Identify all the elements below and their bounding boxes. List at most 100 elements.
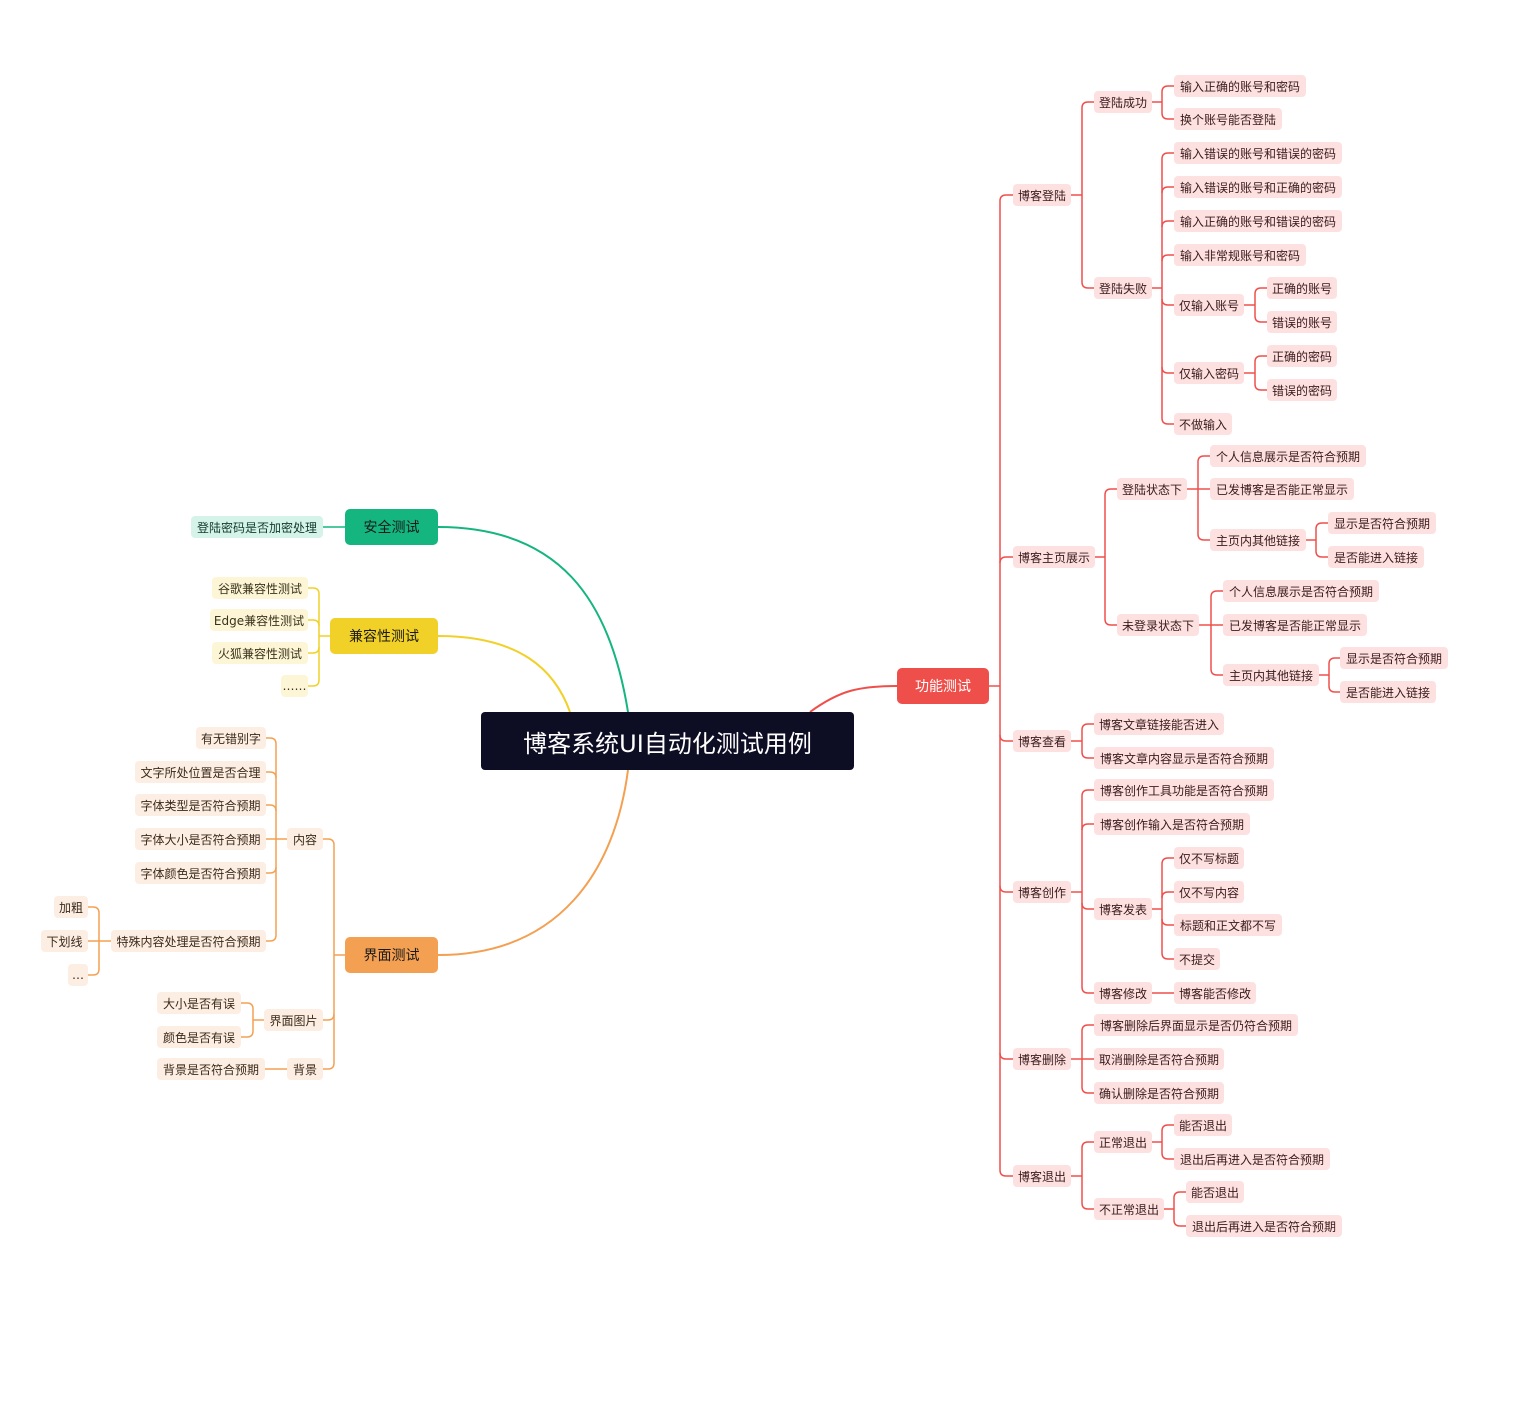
func-create-modify[interactable]: 博客修改 (1094, 982, 1152, 1004)
func-view-item[interactable]: 博客文章内容显示是否符合预期 (1094, 747, 1274, 769)
ui-background-item[interactable]: 背景是否符合预期 (157, 1058, 265, 1080)
func-create-item[interactable]: 博客创作输入是否符合预期 (1094, 813, 1250, 835)
compat-item[interactable]: …… (281, 675, 308, 697)
func-home-logged-links[interactable]: 主页内其他链接 (1210, 529, 1306, 551)
compat-item[interactable]: 谷歌兼容性测试 (212, 577, 308, 599)
func-logout-normal-item[interactable]: 退出后再进入是否符合预期 (1174, 1148, 1330, 1170)
func-login-only-account-item[interactable]: 错误的账号 (1267, 311, 1337, 333)
func-create-modify-item[interactable]: 博客能否修改 (1174, 982, 1256, 1004)
connector-line (437, 526, 629, 713)
connector-line (323, 838, 335, 846)
connector-line (1197, 533, 1210, 541)
connector-line (1161, 152, 1174, 160)
connector-line (1104, 618, 1117, 626)
func-create-publish[interactable]: 博客发表 (1094, 898, 1152, 920)
ui-content-item[interactable]: 字体类型是否符合预期 (135, 794, 266, 816)
connector-line (999, 885, 1013, 893)
ui-content-item[interactable]: 有无错别字 (196, 727, 266, 749)
func-login-fail-item[interactable]: 输入正确的账号和错误的密码 (1174, 210, 1342, 232)
func-home-guest-links[interactable]: 主页内其他链接 (1223, 664, 1319, 686)
ui-content[interactable]: 内容 (287, 828, 323, 850)
func-create-publish-item[interactable]: 不提交 (1174, 948, 1220, 970)
func-home-guest-links-item[interactable]: 是否能进入链接 (1340, 681, 1436, 703)
func-delete-item[interactable]: 确认删除是否符合预期 (1094, 1082, 1224, 1104)
connector-line (1081, 101, 1094, 109)
connector-line (1328, 685, 1340, 693)
func-home[interactable]: 博客主页展示 (1013, 546, 1095, 568)
func-create[interactable]: 博客创作 (1013, 881, 1071, 903)
ui-background[interactable]: 背景 (287, 1058, 323, 1080)
func-login-success[interactable]: 登陆成功 (1094, 91, 1152, 113)
func-login-fail-item[interactable]: 输入错误的账号和错误的密码 (1174, 142, 1342, 164)
ui-content-special[interactable]: 特殊内容处理是否符合预期 (111, 930, 266, 952)
ui-content-special-item[interactable]: 加粗 (54, 896, 88, 918)
func-home-guest-item[interactable]: 个人信息展示是否符合预期 (1223, 580, 1379, 602)
connector-line (1081, 789, 1094, 797)
func-home-guest-item[interactable]: 已发博客是否能正常显示 (1223, 614, 1367, 636)
connector-line (1081, 751, 1094, 759)
ui-image[interactable]: 界面图片 (264, 1009, 323, 1031)
func-home-logged-links-item[interactable]: 是否能进入链接 (1328, 546, 1424, 568)
connector-line (1081, 281, 1094, 289)
connector-line (308, 679, 320, 687)
func-create-item[interactable]: 博客创作工具功能是否符合预期 (1094, 779, 1274, 801)
func-logout-abnormal[interactable]: 不正常退出 (1094, 1198, 1164, 1220)
func-home-logged-links-item[interactable]: 显示是否符合预期 (1328, 512, 1436, 534)
connector-line (1161, 1152, 1174, 1160)
func-login-only-password-item[interactable]: 错误的密码 (1267, 379, 1337, 401)
connector-line (308, 587, 320, 595)
connector-line (266, 934, 277, 942)
topic-functional-test[interactable]: 功能测试 (897, 668, 989, 704)
ui-content-special-item[interactable]: 下划线 (41, 930, 88, 952)
func-home-logged-item[interactable]: 个人信息展示是否符合预期 (1210, 445, 1366, 467)
func-create-publish-item[interactable]: 仅不写内容 (1174, 881, 1244, 903)
compat-item[interactable]: 火狐兼容性测试 (212, 642, 308, 664)
func-create-publish-item[interactable]: 仅不写标题 (1174, 847, 1244, 869)
connector-line (437, 769, 629, 956)
func-logout[interactable]: 博客退出 (1013, 1165, 1071, 1187)
func-view[interactable]: 博客查看 (1013, 730, 1071, 752)
func-delete[interactable]: 博客删除 (1013, 1048, 1071, 1070)
connector-line (241, 1002, 254, 1010)
security-item[interactable]: 登陆密码是否加密处理 (191, 516, 323, 538)
func-view-item[interactable]: 博客文章链接能否进入 (1094, 713, 1224, 735)
func-login-success-item[interactable]: 换个账号能否登陆 (1174, 108, 1282, 130)
func-login-fail[interactable]: 登陆失败 (1094, 277, 1152, 299)
func-logout-normal[interactable]: 正常退出 (1094, 1131, 1152, 1153)
func-logout-abnormal-item[interactable]: 能否退出 (1186, 1181, 1244, 1203)
ui-content-item[interactable]: 字体大小是否符合预期 (135, 828, 266, 850)
func-home-guest[interactable]: 未登录状态下 (1117, 614, 1199, 636)
func-login-only-account[interactable]: 仅输入账号 (1174, 294, 1244, 316)
compat-item[interactable]: Edge兼容性测试 (210, 609, 308, 631)
func-home-guest-links-item[interactable]: 显示是否符合预期 (1340, 647, 1448, 669)
connector-line (1081, 1086, 1094, 1094)
func-login-fail-item[interactable]: 输入非常规账号和密码 (1174, 244, 1306, 266)
ui-content-item[interactable]: 文字所处位置是否合理 (135, 761, 266, 783)
connector-line (1173, 1219, 1186, 1227)
func-login-fail-item[interactable]: 输入错误的账号和正确的密码 (1174, 176, 1342, 198)
topic-compat-test[interactable]: 兼容性测试 (330, 618, 438, 654)
topic-security-test[interactable]: 安全测试 (345, 509, 438, 545)
connector-line (266, 737, 277, 745)
ui-content-special-item[interactable]: … (68, 964, 88, 986)
func-login-no-input[interactable]: 不做输入 (1174, 413, 1232, 435)
func-home-logged[interactable]: 登陆状态下 (1117, 478, 1187, 500)
func-delete-item[interactable]: 博客删除后界面显示是否仍符合预期 (1094, 1014, 1298, 1036)
func-create-publish-item[interactable]: 标题和正文都不写 (1174, 914, 1282, 936)
ui-image-item[interactable]: 颜色是否有误 (157, 1026, 241, 1048)
func-home-logged-item[interactable]: 已发博客是否能正常显示 (1210, 478, 1354, 500)
func-delete-item[interactable]: 取消删除是否符合预期 (1094, 1048, 1224, 1070)
func-login[interactable]: 博客登陆 (1013, 184, 1071, 206)
func-login-only-password[interactable]: 仅输入密码 (1174, 362, 1244, 384)
root-topic[interactable]: 博客系统UI自动化测试用例 (481, 712, 854, 770)
func-login-only-password-item[interactable]: 正确的密码 (1267, 345, 1337, 367)
ui-content-item[interactable]: 字体颜色是否符合预期 (135, 862, 266, 884)
topic-ui-test[interactable]: 界面测试 (345, 937, 438, 973)
func-login-success-item[interactable]: 输入正确的账号和密码 (1174, 75, 1306, 97)
func-logout-abnormal-item[interactable]: 退出后再进入是否符合预期 (1186, 1215, 1342, 1237)
func-login-only-account-item[interactable]: 正确的账号 (1267, 277, 1337, 299)
func-logout-normal-item[interactable]: 能否退出 (1174, 1114, 1232, 1136)
ui-image-item[interactable]: 大小是否有误 (157, 992, 241, 1014)
connector-line (1161, 366, 1174, 374)
